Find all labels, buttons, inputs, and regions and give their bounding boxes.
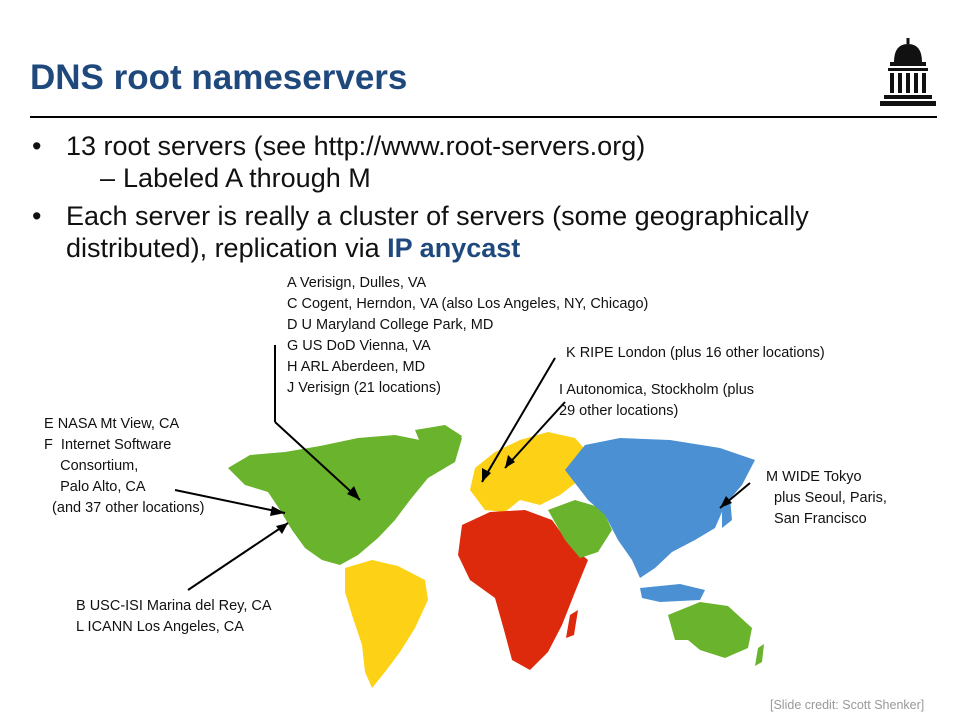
capitol-dome-icon: [880, 38, 936, 106]
new-zealand-shape: [755, 644, 764, 666]
arrow-nasa: [174, 489, 286, 514]
asia-shape: [565, 438, 755, 578]
greenland-shape: [415, 425, 462, 462]
bullet-list: 13 root servers (see http://www.root-ser…: [30, 130, 930, 264]
south-america-shape: [345, 560, 428, 688]
arrow-autonomica: [504, 401, 566, 469]
arrowhead-usc: [276, 523, 288, 534]
madagascar-shape: [566, 610, 578, 638]
label-us-east-servers: A Verisign, Dulles, VA C Cogent, Herndon…: [287, 275, 649, 396]
title-divider: [30, 116, 937, 118]
arrow-ripe: [481, 357, 556, 483]
label-autonomica: I Autonomica, Stockholm (plus 29 other l…: [559, 382, 755, 419]
label-wide: M WIDE Tokyo plus Seoul, Paris, San Fran…: [766, 469, 887, 527]
arrowhead-ripe: [482, 468, 491, 482]
southeast-asia-islands-shape: [640, 584, 705, 602]
slide-title: DNS root nameservers: [30, 58, 408, 97]
anycast-highlight: IP anycast: [387, 233, 521, 263]
label-usc-icann: B USC-ISI Marina del Rey, CA L ICANN Los…: [76, 598, 272, 635]
arrow-us-east-diagonal: [274, 421, 361, 501]
label-nasa-isc: E NASA Mt View, CA F Internet Software C…: [44, 416, 205, 516]
arrowhead-nasa: [270, 506, 285, 516]
australia-shape: [668, 602, 752, 658]
bullet-root-servers: 13 root servers (see http://www.root-ser…: [30, 130, 930, 162]
arrowhead-autonomica: [505, 455, 515, 468]
label-ripe: K RIPE London (plus 16 other locations): [566, 345, 825, 361]
bullet-cluster: Each server is really a cluster of serve…: [30, 200, 930, 264]
middle-east-shape: [548, 500, 612, 558]
arrow-usc: [187, 522, 289, 591]
slide-credit: [Slide credit: Scott Shenker]: [770, 698, 925, 712]
sub-bullet-labels: –Labeled A through M: [100, 163, 371, 193]
arrowhead-us-east: [347, 486, 360, 500]
arrowhead-wide: [720, 496, 732, 508]
north-america-shape: [228, 430, 462, 565]
africa-shape: [458, 510, 588, 670]
